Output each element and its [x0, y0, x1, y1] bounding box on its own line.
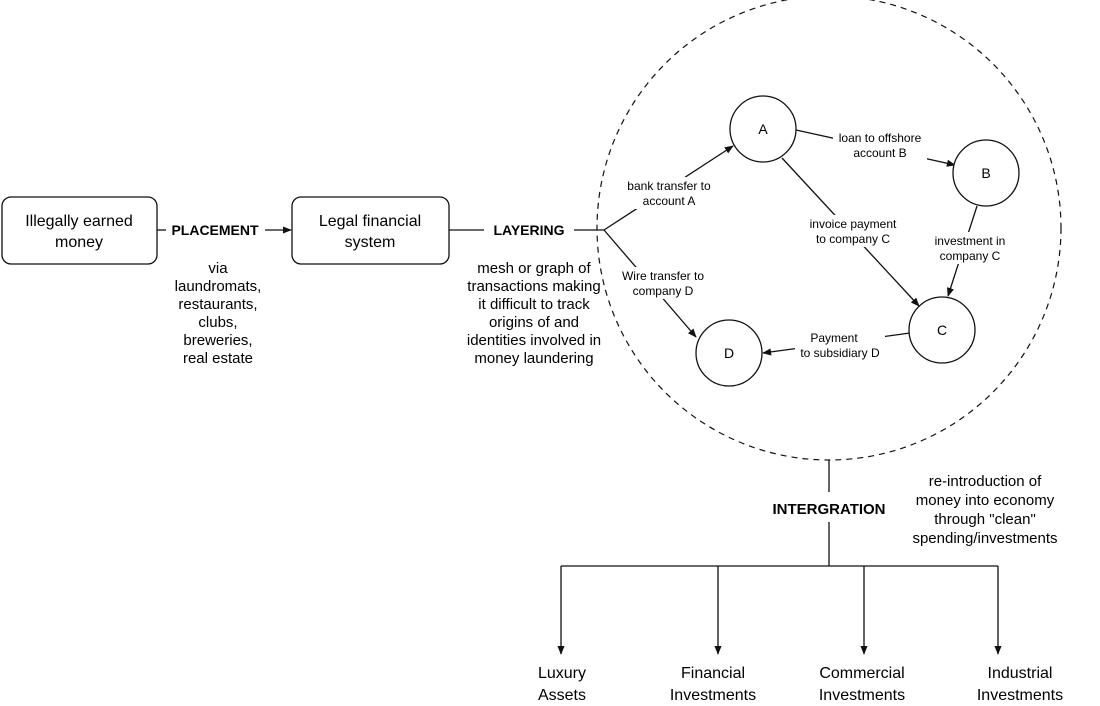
- layering-description: mesh or graph of transactions making it …: [467, 260, 601, 367]
- outcome-luxury-assets: Luxury Assets: [538, 665, 586, 704]
- edge-label-c-d: Payment to subsidiary D: [795, 329, 885, 361]
- illegal-money-box: Illegally earned money: [1, 196, 158, 265]
- svg-text:breweries,: breweries,: [183, 332, 252, 349]
- edge-label-to-d: Wire transfer to company D: [617, 267, 709, 299]
- placement-label: PLACEMENT: [171, 222, 259, 238]
- outcome-industrial-investments: Industrial Investments: [977, 665, 1063, 704]
- svg-text:B: B: [981, 165, 990, 181]
- outcome-commercial-investments: Commercial Investments: [819, 665, 905, 704]
- svg-text:real estate: real estate: [183, 350, 253, 367]
- svg-text:spending/investments: spending/investments: [912, 530, 1057, 547]
- svg-text:bank transfer to: bank transfer to: [627, 179, 711, 193]
- svg-text:company C: company C: [940, 249, 1001, 263]
- svg-text:invoice payment: invoice payment: [810, 217, 897, 231]
- node-c: C: [908, 296, 976, 364]
- svg-text:to company C: to company C: [816, 232, 890, 246]
- svg-text:C: C: [937, 322, 947, 338]
- svg-text:restaurants,: restaurants,: [178, 296, 257, 313]
- edge-label-b-c: investment in company C: [930, 232, 1010, 264]
- svg-text:Investments: Investments: [977, 687, 1063, 704]
- svg-text:clubs,: clubs,: [198, 314, 237, 331]
- svg-text:money laundering: money laundering: [474, 350, 593, 367]
- layering-label: LAYERING: [493, 222, 564, 238]
- integration-description: re-introduction of money into economy th…: [912, 473, 1057, 547]
- svg-text:Payment: Payment: [810, 331, 858, 345]
- svg-text:Assets: Assets: [538, 687, 586, 704]
- integration-label: INTERGRATION: [772, 501, 885, 518]
- svg-text:account A: account A: [643, 194, 696, 208]
- svg-text:via: via: [208, 260, 228, 277]
- svg-text:Investments: Investments: [670, 687, 756, 704]
- placement-description: via laundromats, restaurants, clubs, bre…: [175, 260, 262, 367]
- node-b: B: [952, 139, 1020, 207]
- svg-text:it difficult to track: it difficult to track: [478, 296, 590, 313]
- svg-text:to subsidiary D: to subsidiary D: [800, 346, 880, 360]
- svg-text:company D: company D: [633, 284, 694, 298]
- illegal-money-label-line1: Illegally earned: [25, 213, 133, 230]
- svg-text:A: A: [758, 121, 768, 137]
- svg-text:Luxury: Luxury: [538, 665, 586, 682]
- illegal-money-label-line2: money: [55, 234, 103, 251]
- svg-text:transactions making: transactions making: [467, 278, 600, 295]
- legal-system-label-line1: Legal financial: [319, 213, 421, 230]
- svg-text:Investments: Investments: [819, 687, 905, 704]
- edge-label-a-b: loan to offshore account B: [833, 129, 927, 161]
- svg-text:identities involved in: identities involved in: [467, 332, 601, 349]
- svg-text:origins of and: origins of and: [489, 314, 579, 331]
- svg-text:laundromats,: laundromats,: [175, 278, 262, 295]
- svg-text:D: D: [724, 345, 734, 361]
- node-d: D: [695, 319, 763, 387]
- svg-text:investment in: investment in: [935, 234, 1006, 248]
- svg-text:mesh or graph of: mesh or graph of: [477, 260, 591, 277]
- svg-text:account B: account B: [853, 146, 906, 160]
- legal-financial-system-box: Legal financial system: [291, 196, 450, 265]
- svg-text:Financial: Financial: [681, 665, 745, 682]
- svg-text:through "clean": through "clean": [934, 511, 1036, 528]
- node-a: A: [729, 95, 797, 163]
- edge-label-a-c: invoice payment to company C: [805, 215, 901, 247]
- svg-text:Commercial: Commercial: [819, 665, 904, 682]
- legal-system-label-line2: system: [345, 234, 396, 251]
- edge-label-to-a: bank transfer to account A: [622, 177, 716, 209]
- svg-text:loan to offshore: loan to offshore: [839, 131, 922, 145]
- svg-text:money into economy: money into economy: [916, 492, 1055, 509]
- svg-text:Industrial: Industrial: [988, 665, 1053, 682]
- svg-text:Wire transfer to: Wire transfer to: [622, 269, 704, 283]
- svg-text:re-introduction of: re-introduction of: [929, 473, 1042, 490]
- outcome-financial-investments: Financial Investments: [670, 665, 756, 704]
